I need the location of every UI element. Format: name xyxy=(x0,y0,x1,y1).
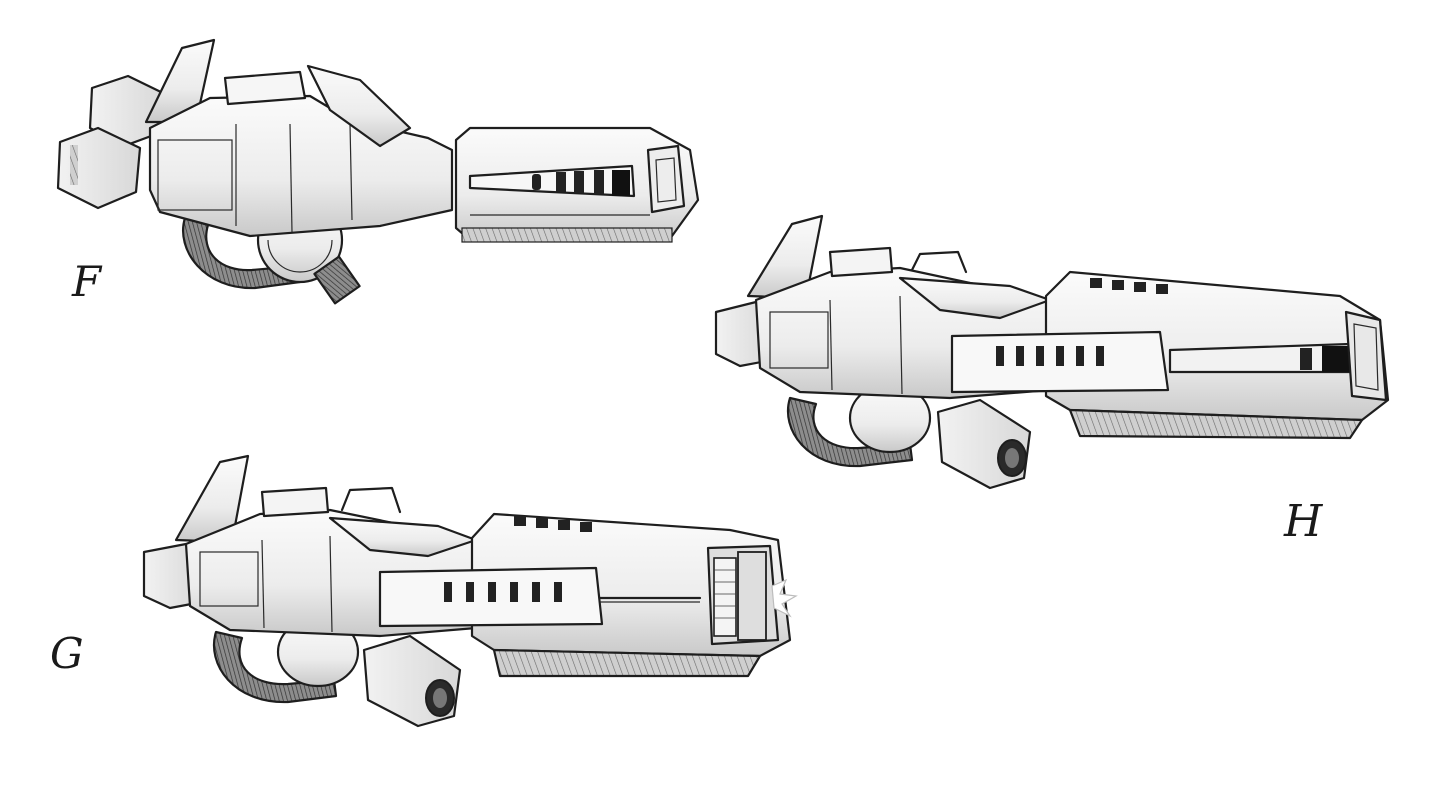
barrel-vents xyxy=(468,164,636,198)
sketch-label-g: G xyxy=(50,629,84,678)
spark xyxy=(771,578,798,618)
weapon-sketch-f xyxy=(56,38,700,305)
muzzle xyxy=(646,144,686,214)
weapon-sketch-g xyxy=(142,454,798,728)
side-vents-g xyxy=(444,582,562,602)
sketch-label-h: H xyxy=(1283,496,1324,547)
foregrip xyxy=(313,255,361,305)
under-canister xyxy=(936,398,1032,490)
receiver xyxy=(148,94,454,238)
sketch-label-f: F xyxy=(71,257,103,306)
weapon-sketch-h xyxy=(714,214,1390,490)
twin-canisters xyxy=(56,74,167,210)
side-vents-h xyxy=(996,346,1104,366)
energy-coil xyxy=(713,551,767,641)
under-canister-g xyxy=(362,634,462,728)
